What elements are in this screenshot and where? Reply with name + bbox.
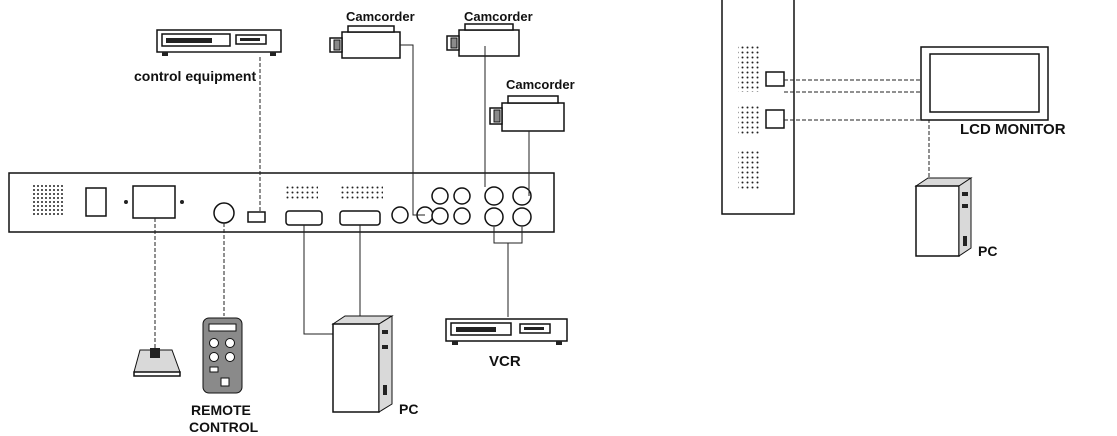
power-plug-icon <box>133 348 181 377</box>
control-equipment-label: control equipment <box>134 68 256 84</box>
monitor-port <box>765 71 785 87</box>
pc-label-right: PC <box>978 243 997 259</box>
pc-label-main: PC <box>399 401 418 417</box>
serial-port <box>339 210 381 226</box>
camcorder-icon <box>446 23 520 57</box>
camcorder-label-1: Camcorder <box>346 9 415 24</box>
camcorder-label-2: Camcorder <box>464 9 533 24</box>
vcr-label: VCR <box>489 353 521 370</box>
rear-panel <box>8 172 555 233</box>
pc-port <box>765 109 785 129</box>
vcr-icon <box>445 318 568 345</box>
pc-tower-icon <box>331 315 394 413</box>
pc-tower-icon <box>914 177 973 257</box>
lcd-monitor-label: LCD MONITOR <box>960 121 1066 138</box>
camcorder-icon <box>489 95 565 132</box>
camcorder-icon <box>329 25 406 59</box>
vga-port <box>285 210 323 226</box>
side-panel-unit <box>721 0 795 215</box>
remote-control-icon <box>202 317 243 394</box>
control-port <box>247 211 266 223</box>
remote-control-label-line1: REMOTE <box>191 402 251 418</box>
lcd-monitor-icon <box>920 46 1049 121</box>
remote-control-label-line2: CONTROL <box>189 419 259 435</box>
vent-grille <box>32 184 65 217</box>
remote-port <box>213 202 235 224</box>
power-socket <box>132 185 176 219</box>
camcorder-label-3: Camcorder <box>506 77 575 92</box>
vent-grille <box>341 184 383 200</box>
vent-grille <box>284 184 318 200</box>
control-equipment-device <box>156 29 282 56</box>
power-switch <box>85 187 107 217</box>
